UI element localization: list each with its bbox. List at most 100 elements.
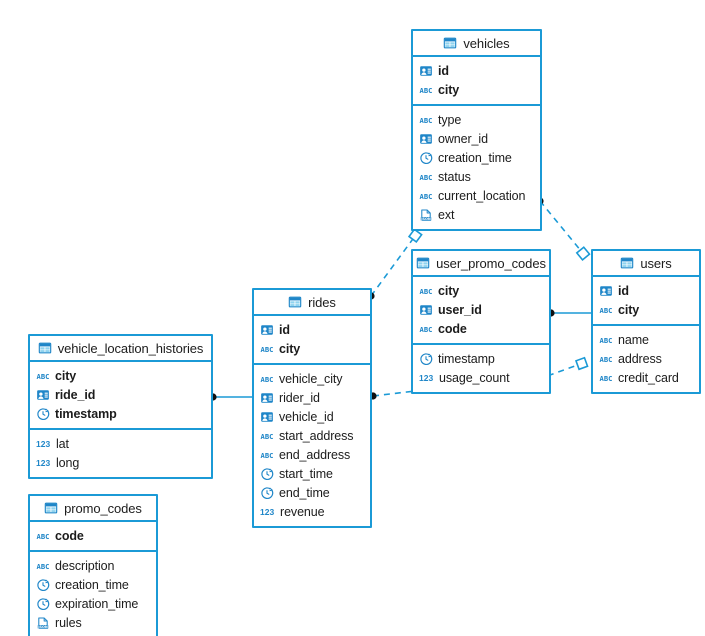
abc-icon: ABC: [260, 448, 274, 462]
field-label: status: [438, 169, 471, 184]
field-label: address: [618, 351, 662, 366]
relationship-user-promo-codes-to-users[interactable]: [547, 309, 591, 317]
table-icon: [38, 341, 52, 355]
primary-key-row[interactable]: id: [254, 320, 370, 339]
field-label: city: [438, 283, 460, 298]
primary-key-row[interactable]: ABC city: [30, 366, 211, 385]
column-row[interactable]: vehicle_id: [254, 407, 370, 426]
column-row[interactable]: end_time: [254, 483, 370, 502]
column-row[interactable]: expiration_time: [30, 594, 156, 613]
table-title: promo_codes: [64, 500, 142, 516]
field-label: owner_id: [438, 131, 488, 146]
column-row[interactable]: ABC status: [413, 167, 540, 186]
table-title: users: [640, 255, 672, 271]
field-label: id: [438, 63, 449, 78]
abc-icon: ABC: [36, 369, 50, 383]
table-title: user_promo_codes: [436, 255, 546, 271]
primary-key-row[interactable]: timestamp: [30, 404, 211, 423]
abc-icon: ABC: [419, 170, 433, 184]
field-label: user_id: [438, 302, 482, 317]
relationship-vehicle-location-histories-to-rides[interactable]: [209, 393, 252, 401]
field-label: timestamp: [438, 351, 495, 366]
primary-key-row[interactable]: id: [593, 281, 699, 300]
field-label: current_location: [438, 188, 526, 203]
svg-text:ABC: ABC: [261, 431, 274, 440]
num-icon: 123: [36, 456, 51, 470]
svg-text:ABC: ABC: [420, 286, 433, 295]
table-header-rides[interactable]: rides: [254, 290, 370, 316]
svg-text:ABC: ABC: [37, 371, 50, 380]
abc-icon: ABC: [419, 189, 433, 203]
primary-key-row[interactable]: user_id: [413, 300, 549, 319]
table-header-vehicle_location_histories[interactable]: vehicle_location_histories: [30, 336, 211, 362]
column-row[interactable]: start_time: [254, 464, 370, 483]
clock-icon: [419, 352, 433, 366]
table-title: rides: [308, 294, 336, 310]
key-id-icon: [599, 284, 613, 298]
relationship-target-socket: [575, 246, 591, 261]
field-label: ext: [438, 207, 455, 222]
table-icon: [620, 256, 634, 270]
column-row[interactable]: creation_time: [30, 575, 156, 594]
relationship-target-socket: [407, 228, 423, 244]
num-icon: 123: [36, 457, 51, 468]
num-icon: 123: [419, 372, 434, 383]
svg-text:ABC: ABC: [420, 324, 433, 333]
table-header-users[interactable]: users: [593, 251, 699, 277]
column-row[interactable]: owner_id: [413, 129, 540, 148]
field-label: city: [618, 302, 640, 317]
svg-text:ABC: ABC: [420, 115, 433, 124]
column-row[interactable]: ABC current_location: [413, 186, 540, 205]
field-label: city: [55, 368, 77, 383]
column-row[interactable]: creation_time: [413, 148, 540, 167]
table-title: vehicle_location_histories: [57, 340, 204, 356]
clock-icon: [36, 578, 50, 592]
column-row[interactable]: timestamp: [413, 349, 549, 368]
primary-key-row[interactable]: id: [413, 61, 540, 80]
abc-icon: ABC: [260, 429, 274, 443]
field-label: vehicle_city: [279, 371, 343, 386]
svg-text:ABC: ABC: [420, 85, 433, 94]
table-header-promo_codes[interactable]: promo_codes: [30, 496, 156, 522]
primary-key-row[interactable]: ABC city: [413, 80, 540, 99]
primary-key-row[interactable]: ride_id: [30, 385, 211, 404]
field-label: city: [438, 82, 460, 97]
column-row[interactable]: JSON ext: [413, 205, 540, 224]
svg-text:ABC: ABC: [37, 561, 50, 570]
table-header-user_promo_codes[interactable]: user_promo_codes: [413, 251, 549, 277]
key-id-icon: [419, 64, 433, 78]
table-header-vehicles[interactable]: vehicles: [413, 31, 540, 57]
field-label: credit_card: [618, 370, 679, 385]
primary-key-row[interactable]: ABC city: [413, 281, 549, 300]
svg-text:JSON: JSON: [420, 217, 431, 221]
column-row[interactable]: rider_id: [254, 388, 370, 407]
field-label: timestamp: [55, 406, 117, 421]
svg-text:JSON: JSON: [37, 625, 48, 629]
